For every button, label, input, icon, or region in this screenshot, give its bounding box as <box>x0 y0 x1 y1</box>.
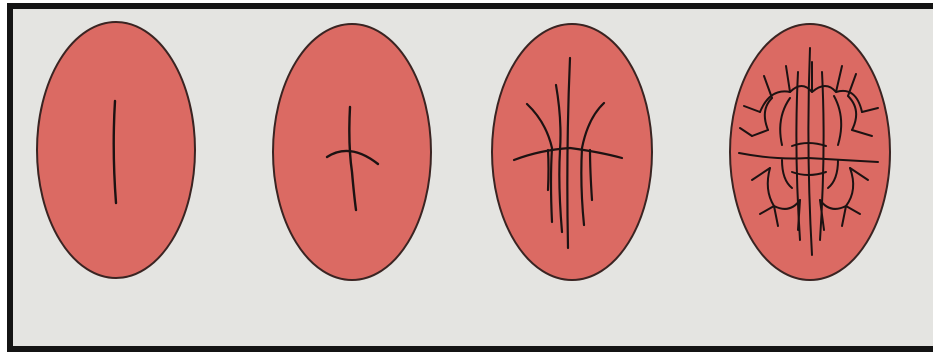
stage-3-egg <box>492 24 652 280</box>
stage-1-egg <box>37 22 195 278</box>
egg-shape-3 <box>492 24 652 280</box>
stage-2-egg <box>273 24 431 280</box>
stage-4-egg <box>730 24 890 280</box>
egg-shape-1 <box>37 22 195 278</box>
